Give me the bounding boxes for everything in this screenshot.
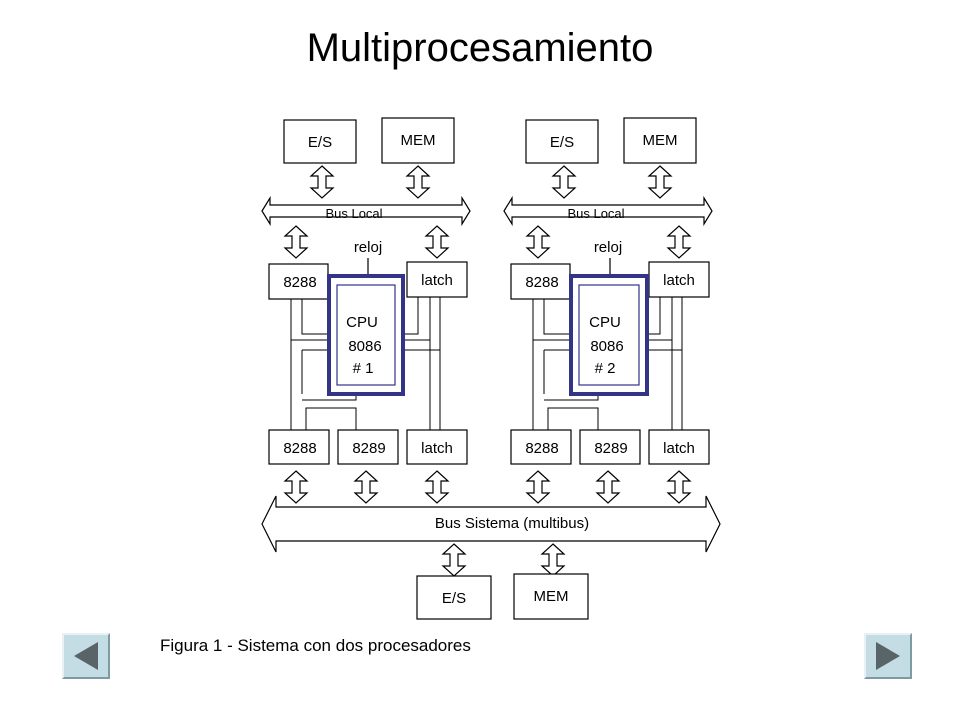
triangle-left-icon xyxy=(74,642,98,670)
chip-8288-top-label: 8288 xyxy=(283,274,316,291)
cpu-box xyxy=(327,274,405,396)
mem-label: MEM xyxy=(534,588,569,605)
reloj-label: reloj xyxy=(354,239,382,256)
reloj-label: reloj xyxy=(594,239,622,256)
shared-devices: E/S MEM xyxy=(416,543,589,620)
cpu-number-label: # 1 xyxy=(353,360,374,377)
latch-bottom-label: latch xyxy=(421,440,453,457)
latch-bottom-label: latch xyxy=(663,440,695,457)
es-label: E/S xyxy=(308,134,332,151)
figure-caption: Figura 1 - Sistema con dos procesadores xyxy=(160,636,471,655)
latch-top-label: latch xyxy=(663,272,695,289)
cpu-label: CPU xyxy=(589,314,621,331)
bus-sistema-label: Bus Sistema (multibus) xyxy=(435,515,589,532)
es-label: E/S xyxy=(442,590,466,607)
cpu-box xyxy=(569,274,649,396)
bus-local-label: Bus Local xyxy=(567,206,624,221)
cpu-label: CPU xyxy=(346,314,378,331)
chip-8289-label: 8289 xyxy=(594,440,627,457)
processor-module-1: E/S MEM Bus Local reloj 8288 latch CPU 8… xyxy=(262,118,470,503)
processor-module-2: E/S MEM Bus Local reloj 8288 latch CPU 8… xyxy=(504,118,712,503)
chip-8289-label: 8289 xyxy=(352,440,385,457)
triangle-right-icon xyxy=(876,642,900,670)
system-bus: Bus Sistema (multibus) xyxy=(261,495,721,553)
bus-local-label: Bus Local xyxy=(325,206,382,221)
chip-8288-top-label: 8288 xyxy=(525,274,558,291)
latch-top-label: latch xyxy=(421,272,453,289)
es-label: E/S xyxy=(550,134,574,151)
chip-8288-bottom-label: 8288 xyxy=(525,440,558,457)
mem-label: MEM xyxy=(643,132,678,149)
previous-button[interactable] xyxy=(62,633,110,679)
page-title: Multiprocesamiento xyxy=(306,26,654,70)
mem-label: MEM xyxy=(401,132,436,149)
next-button[interactable] xyxy=(864,633,912,679)
chip-8288-bottom-label: 8288 xyxy=(283,440,316,457)
cpu-model-label: 8086 xyxy=(348,338,381,355)
cpu-number-label: # 2 xyxy=(595,360,616,377)
cpu-model-label: 8086 xyxy=(590,338,623,355)
